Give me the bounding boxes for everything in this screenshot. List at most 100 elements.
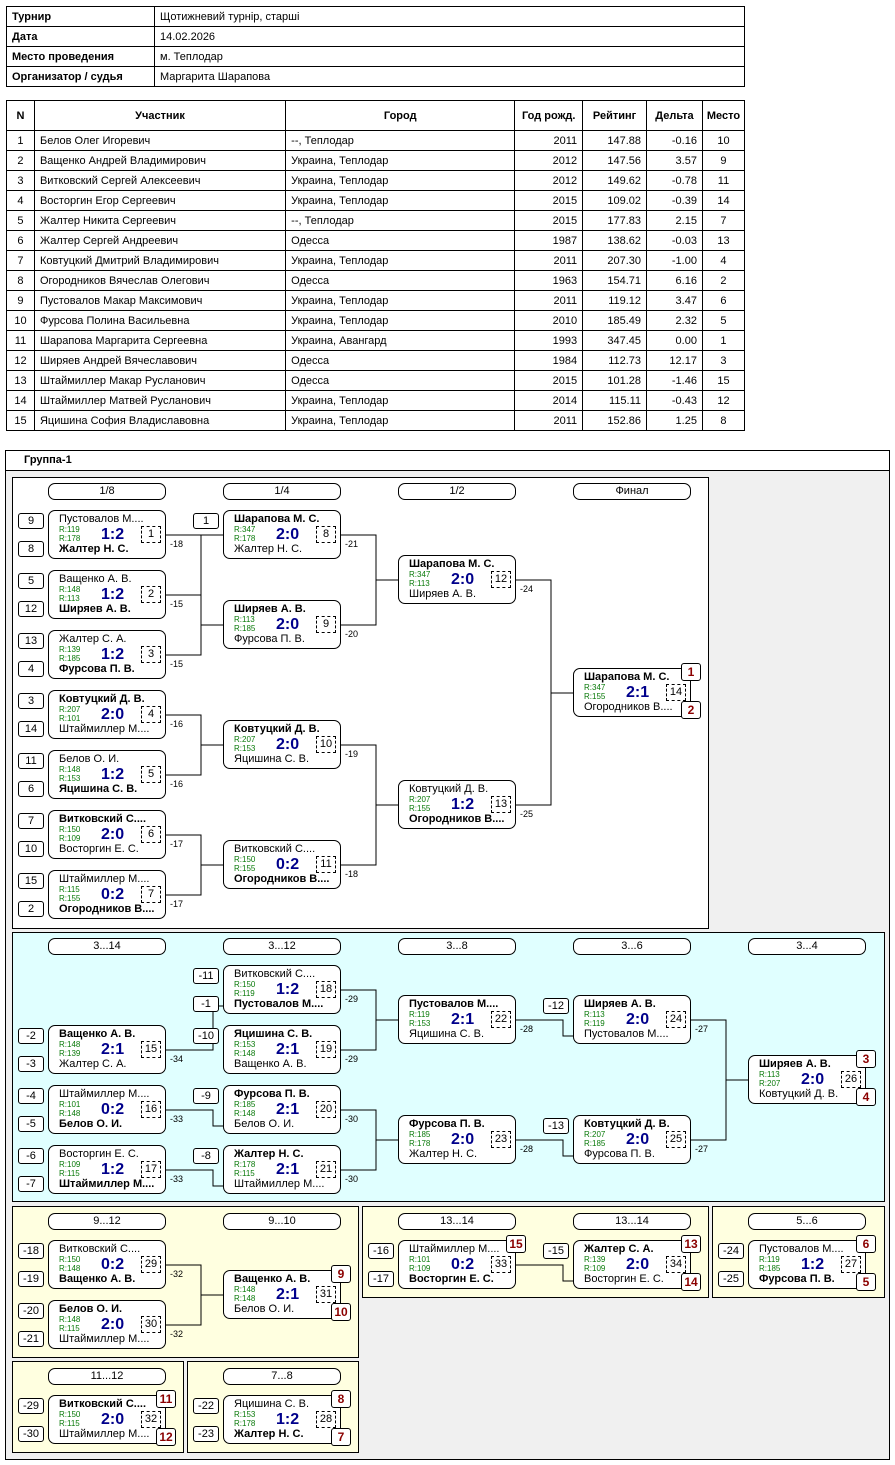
- connector-line: [691, 1019, 727, 1141]
- player-2-rating: R:109: [59, 834, 81, 843]
- match-number: 3: [141, 646, 161, 663]
- participant-cell: 185.49: [582, 310, 648, 331]
- match-number: 31: [316, 1286, 336, 1303]
- participant-cell: 2015: [514, 190, 584, 211]
- player-2-rating: R:115: [59, 1419, 80, 1428]
- player-2-name: Восторгин Е. С.: [409, 1273, 494, 1285]
- player-2-rating: R:109: [409, 1264, 431, 1273]
- column-header: Рейтинг: [582, 100, 648, 131]
- loser-destination: -27: [695, 1144, 709, 1154]
- match-number: 34: [666, 1256, 686, 1273]
- match-number: 16: [141, 1101, 161, 1118]
- player-2-rating: R:109: [584, 1264, 606, 1273]
- match-number: 27: [841, 1256, 861, 1273]
- seed-1: -11: [193, 968, 219, 984]
- player-1-rating: R:185: [234, 1100, 256, 1109]
- participant-cell: 2011: [514, 130, 584, 151]
- seed-2: -3: [18, 1056, 44, 1072]
- participant-cell: Жалтер Сергей Андреевич: [33, 230, 287, 251]
- match-score: 1:2: [101, 766, 125, 783]
- seed-2: 8: [18, 541, 44, 557]
- connector-line: [516, 579, 552, 806]
- player-2-name: Яцишина С. В.: [409, 1028, 485, 1040]
- match-number: 32: [141, 1411, 161, 1428]
- player-1-rating: R:150: [59, 1255, 81, 1264]
- match-score: 2:0: [451, 571, 475, 588]
- connector-line: [516, 1264, 573, 1282]
- match-score: 0:2: [451, 1256, 475, 1273]
- place-badge: 15: [506, 1235, 526, 1253]
- match-score: 2:0: [101, 706, 125, 723]
- player-1-name: Пустовалов М....: [59, 513, 144, 525]
- player-1-rating: R:119: [59, 525, 80, 534]
- participant-cell: 115.11: [582, 390, 648, 411]
- participant-cell: Украина, Теплодар: [285, 390, 516, 411]
- place-badge: 7: [331, 1428, 351, 1446]
- player-1-name: Штаймиллер М....: [409, 1243, 500, 1255]
- player-2-name: Пустовалов М....: [584, 1028, 669, 1040]
- player-1-name: Ковтуцкий Д. В.: [409, 783, 489, 795]
- match-score: 2:0: [626, 1256, 650, 1273]
- player-1-rating: R:139: [59, 645, 81, 654]
- seed-2: -1: [193, 996, 219, 1012]
- match-number: 17: [141, 1161, 161, 1178]
- player-1-name: Ширяев А. В.: [759, 1058, 831, 1070]
- player-2-name: Белов О. И.: [59, 1118, 123, 1130]
- player-2-rating: R:113: [409, 579, 430, 588]
- match-number: 7: [141, 886, 161, 903]
- participant-cell: Украина, Теплодар: [285, 190, 516, 211]
- seed-1: -22: [193, 1398, 219, 1414]
- match-score: 2:0: [276, 616, 300, 633]
- loser-destination: -16: [170, 719, 184, 729]
- player-2-rating: R:155: [59, 894, 81, 903]
- match-score: 2:1: [276, 1161, 300, 1178]
- participant-cell: 13: [701, 230, 746, 251]
- participant-cell: -1.00: [646, 250, 703, 271]
- player-1-rating: R:150: [59, 1410, 81, 1419]
- seed-1: -20: [18, 1303, 44, 1319]
- participant-cell: 1993: [514, 330, 584, 351]
- player-1-rating: R:139: [584, 1255, 606, 1264]
- player-1-name: Белов О. И.: [59, 1303, 123, 1315]
- match-number: 12: [491, 571, 511, 588]
- column-header: Город: [285, 100, 516, 131]
- player-2-name: Ковтуцкий Д. В.: [759, 1088, 839, 1100]
- seed-1: -6: [18, 1148, 44, 1164]
- seed-1: 11: [18, 753, 44, 769]
- player-1-name: Витковский С....: [59, 1243, 141, 1255]
- player-2-name: Фурсова П. В.: [584, 1148, 655, 1160]
- player-1-name: Жалтер Н. С.: [234, 1148, 304, 1160]
- round-label: 1/4: [223, 483, 341, 500]
- column-header: Дельта: [646, 100, 703, 131]
- participant-cell: Яцишина София Владиславовна: [33, 410, 287, 431]
- loser-destination: -24: [520, 584, 534, 594]
- seed-2: 6: [18, 781, 44, 797]
- player-1-rating: R:109: [59, 1160, 81, 1169]
- match-score: 2:0: [276, 736, 300, 753]
- player-2-name: Фурсова П. В.: [59, 663, 135, 675]
- loser-destination: -20: [345, 629, 359, 639]
- player-1-name: Белов О. И.: [59, 753, 120, 765]
- round-label: 1/8: [48, 483, 166, 500]
- player-1-rating: R:178: [234, 1160, 256, 1169]
- participant-cell: Украина, Теплодар: [285, 170, 516, 191]
- place-badge: 9: [331, 1265, 351, 1283]
- match-number: 24: [666, 1011, 686, 1028]
- seed-2: -23: [193, 1426, 219, 1442]
- player-1-name: Витковский С....: [234, 968, 316, 980]
- player-2-name: Яцишина С. В.: [59, 783, 138, 795]
- loser-destination: -32: [170, 1329, 184, 1339]
- match-number: 11: [316, 856, 336, 873]
- loser-destination: -34: [170, 1054, 184, 1064]
- participant-cell: Украина, Авангард: [285, 330, 516, 351]
- player-1-rating: R:207: [584, 1130, 606, 1139]
